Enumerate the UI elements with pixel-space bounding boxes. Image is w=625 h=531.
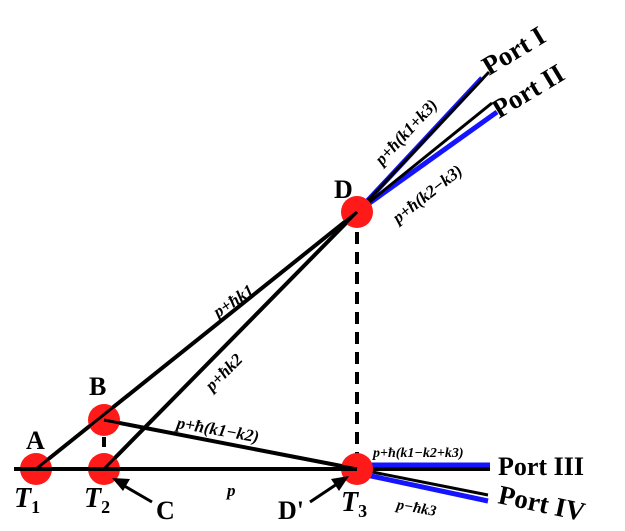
- label-port-III: Port III: [498, 452, 584, 481]
- label-momentum-p-h-k2-minus-k3: p+ħ(k2−k3): [387, 161, 466, 228]
- label-T3: T3: [341, 487, 367, 521]
- label-momentum-p-h-k1-k2-k3: p+ħ(k1−k2+k3): [372, 446, 464, 461]
- arrow-to-C-head: [112, 478, 130, 491]
- label-T2: T2: [84, 483, 110, 517]
- arrow-to-C-line: [120, 482, 153, 504]
- label-port-IV: Port IV: [496, 480, 589, 528]
- port-4-path-blue: [356, 470, 489, 504]
- label-C: C: [156, 496, 175, 525]
- label-A: A: [26, 426, 45, 455]
- path-B-Dprime-overlay: [103, 418, 358, 471]
- port-2-path-blue: [355, 109, 499, 215]
- label-B: B: [89, 372, 106, 401]
- label-momentum-p-minus-hk3: p−ħk3: [393, 497, 438, 520]
- arrow-to-Dprime-line: [309, 480, 341, 504]
- port-2-path-black: [356, 101, 493, 214]
- label-momentum-p-hk1: p+ħk1: [208, 281, 257, 323]
- port-4-path-black: [356, 467, 489, 497]
- label-momentum-p-hk2: p+ħk2: [200, 349, 247, 396]
- label-momentum-p: p: [225, 481, 236, 500]
- label-T1: T1: [14, 483, 40, 517]
- path-C-D-overlay: [102, 210, 359, 471]
- label-D: D: [334, 175, 353, 204]
- port-1-path-black: [355, 70, 491, 214]
- label-Dprime: D': [278, 496, 304, 525]
- arrow-to-Dprime-head: [331, 476, 349, 491]
- path-A-D-overlay: [35, 210, 358, 471]
